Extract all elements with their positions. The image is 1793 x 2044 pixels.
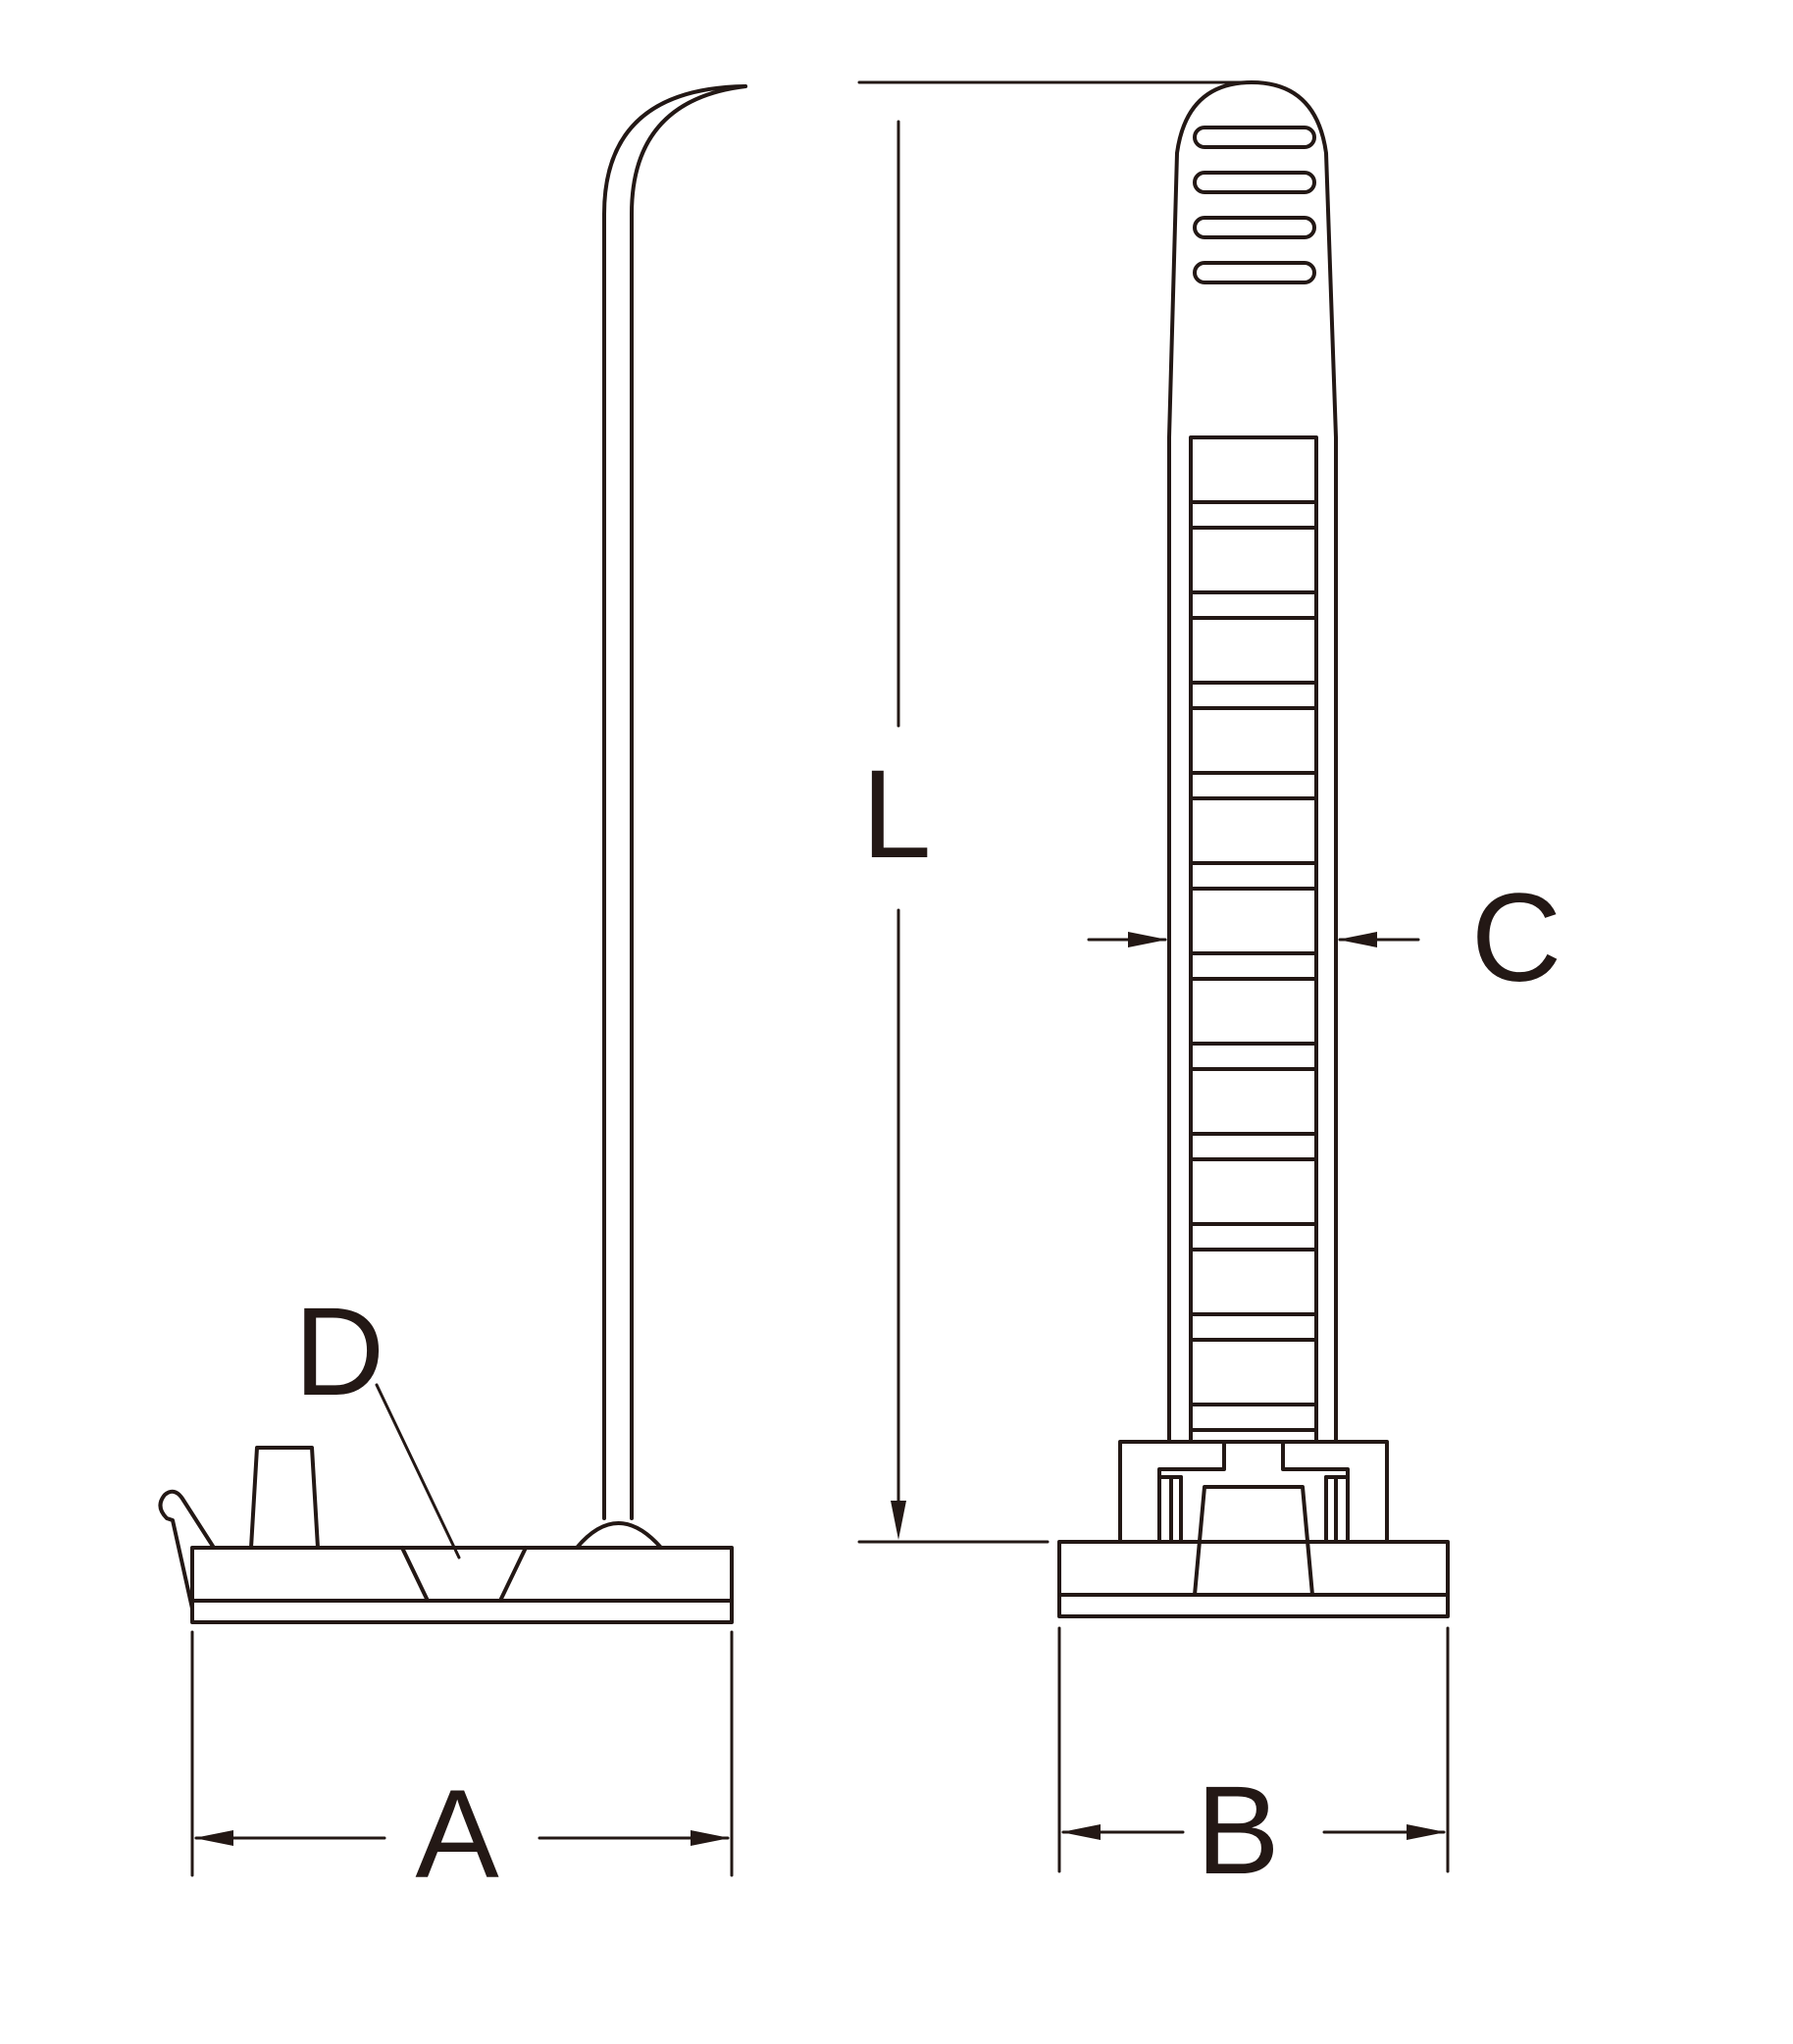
strap-slot bbox=[1193, 171, 1316, 194]
length-dimension: L bbox=[857, 80, 1252, 1544]
b-arrow-left bbox=[1061, 1824, 1101, 1840]
strap-slot bbox=[1193, 261, 1316, 284]
l-arrow-bottom bbox=[891, 1501, 906, 1540]
label-d: D bbox=[294, 1282, 384, 1422]
front-ratchet-teeth bbox=[1189, 500, 1318, 1432]
label-c: C bbox=[1471, 868, 1562, 1008]
front-strap-slots bbox=[1193, 126, 1316, 284]
side-base-plate bbox=[190, 1546, 734, 1624]
side-strap-dome bbox=[575, 1521, 663, 1550]
side-slot bbox=[400, 1546, 528, 1603]
lock-head-outer-right bbox=[1281, 1440, 1389, 1544]
front-view: C B bbox=[1057, 80, 1562, 1901]
side-tapered-block bbox=[249, 1446, 320, 1550]
side-strap-inner bbox=[630, 84, 747, 1520]
front-lock-head bbox=[1118, 1440, 1389, 1544]
label-b: B bbox=[1196, 1761, 1279, 1901]
c-arrow-left bbox=[1128, 932, 1167, 947]
strap-slot bbox=[1193, 126, 1316, 149]
c-arrow-right bbox=[1338, 932, 1377, 947]
side-latch-tab bbox=[158, 1489, 216, 1610]
front-ratchet-channel bbox=[1189, 435, 1318, 1444]
front-base-plate bbox=[1057, 1540, 1450, 1618]
d-leader-line bbox=[375, 1383, 461, 1559]
label-a: A bbox=[415, 1764, 499, 1905]
a-arrow-left bbox=[194, 1830, 233, 1846]
a-arrow-right bbox=[691, 1830, 730, 1846]
front-strap-outline bbox=[1167, 80, 1338, 1444]
strap-slot bbox=[1193, 216, 1316, 239]
lock-head-outer bbox=[1118, 1440, 1226, 1544]
side-strap-outer bbox=[602, 84, 747, 1520]
side-view: D A bbox=[158, 84, 747, 1905]
label-l: L bbox=[861, 744, 931, 885]
front-tapered-block bbox=[1193, 1485, 1314, 1597]
b-arrow-right bbox=[1407, 1824, 1446, 1840]
